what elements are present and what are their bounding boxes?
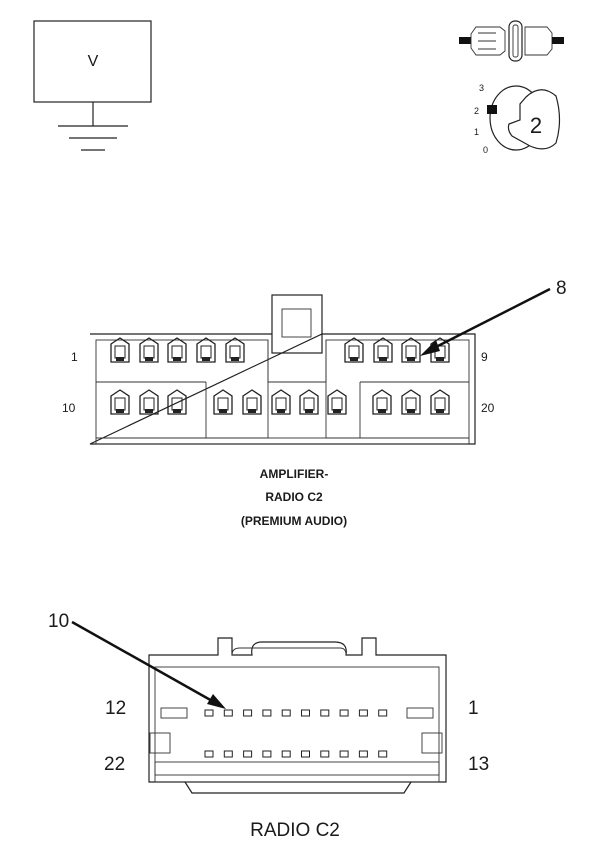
- radio-c2-connector: 12 1 22 13 10 RADIO C2: [48, 611, 489, 841]
- amp-terminal: [225, 337, 245, 363]
- radio-title: RADIO C2: [250, 820, 340, 841]
- radio-cavity: [358, 750, 368, 758]
- connector-icon: [459, 20, 564, 62]
- radio-cavity: [223, 709, 233, 717]
- radio-cavity: [339, 709, 349, 717]
- amp-callout-pin-label: 8: [556, 278, 567, 299]
- amp-pin-label-9: 9: [481, 350, 488, 364]
- ignition-position-3: 3: [479, 83, 484, 93]
- amp-terminal: [196, 337, 216, 363]
- radio-cavity: [339, 750, 349, 758]
- radio-cavity: [243, 750, 253, 758]
- radio-cavity: [378, 709, 388, 717]
- voltmeter-label: V: [88, 53, 99, 70]
- ignition-position-1: 1: [474, 127, 479, 137]
- amp-title-line3: (PREMIUM AUDIO): [241, 514, 347, 528]
- amp-terminal: [401, 389, 421, 415]
- amp-terminal: [327, 389, 347, 415]
- radio-cavity: [378, 750, 388, 758]
- radio-cavity: [281, 709, 291, 717]
- radio-cavity: [204, 709, 214, 717]
- amp-terminal: [167, 337, 187, 363]
- radio-cavity: [243, 709, 253, 717]
- radio-cavity: [320, 750, 330, 758]
- amp-terminal: [139, 389, 159, 415]
- ignition-position-2: 2: [474, 106, 479, 116]
- radio-pin-label-22: 22: [104, 754, 125, 775]
- radio-cavity: [320, 709, 330, 717]
- amp-terminal: [139, 337, 159, 363]
- amp-terminal: [110, 389, 130, 415]
- amplifier-radio-c2-connector: 1 9 10 20 8 AMPLIFIER- RADIO C2 (PREMIUM…: [62, 278, 567, 528]
- amp-terminal: [299, 389, 319, 415]
- voltmeter-symbol: V: [33, 20, 152, 151]
- radio-cavity: [281, 750, 291, 758]
- radio-cavity: [204, 750, 214, 758]
- amp-terminal: [430, 389, 450, 415]
- amp-terminal: [110, 337, 130, 363]
- radio-cavity: [301, 709, 310, 717]
- radio-callout-arrow: [71, 620, 226, 709]
- radio-cavity: [262, 709, 272, 717]
- radio-pin-label-12: 12: [105, 698, 126, 719]
- amp-pin-label-1: 1: [71, 350, 78, 364]
- amp-terminal: [213, 389, 233, 415]
- radio-cavity: [301, 750, 310, 758]
- radio-pin-label-13: 13: [468, 754, 489, 775]
- amp-pin-label-10: 10: [62, 401, 76, 415]
- radio-cavity: [262, 750, 272, 758]
- radio-cavity: [223, 750, 233, 758]
- ignition-position-0: 0: [483, 145, 488, 155]
- amp-terminal: [401, 337, 421, 363]
- radio-cavity: [358, 709, 368, 717]
- amp-pin-label-20: 20: [481, 401, 495, 415]
- amp-terminal: [373, 337, 393, 363]
- amp-title-line2: RADIO C2: [265, 490, 323, 504]
- amp-terminal: [167, 389, 187, 415]
- ignition-switch-icon: 3 2 1 0 2: [474, 83, 561, 155]
- amp-terminal: [242, 389, 262, 415]
- radio-pin-label-1: 1: [468, 698, 479, 719]
- ground-icon: [58, 125, 128, 151]
- ignition-selected-position: 2: [530, 113, 542, 138]
- amp-terminal: [372, 389, 392, 415]
- amp-terminal: [271, 389, 291, 415]
- radio-callout-pin-label: 10: [48, 611, 69, 632]
- amp-terminal: [344, 337, 364, 363]
- amp-callout-arrow: [420, 287, 551, 356]
- amp-title-line1: AMPLIFIER-: [260, 467, 329, 481]
